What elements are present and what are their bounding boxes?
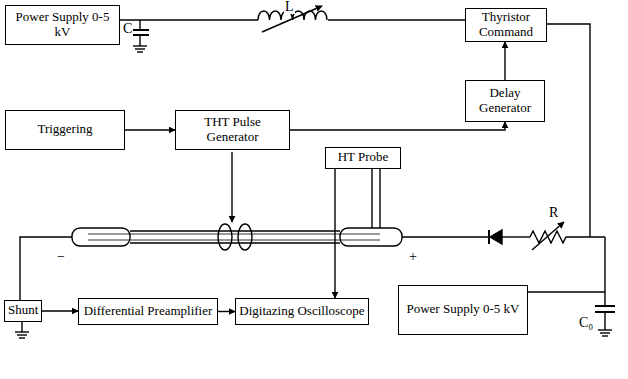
box-label: THT Pulse Generator xyxy=(179,115,286,145)
polarity-sign: + xyxy=(408,250,418,264)
box-label: Delay Generator xyxy=(469,86,541,116)
shunt-box: Shunt xyxy=(4,300,42,322)
supply-wire xyxy=(528,291,605,292)
polarity-sign: − xyxy=(56,250,66,264)
component-label: L xyxy=(284,0,295,14)
probe-box: HT Probe xyxy=(325,147,401,169)
box-label: Power Supply 0-5 kV xyxy=(402,302,524,317)
box-label: Differential Preamplifier xyxy=(82,304,214,319)
delay-generator-box: Delay Generator xyxy=(465,80,545,122)
text-holder: Differential Preamplifier xyxy=(79,304,217,319)
oscilloscope-box: Digitazing Oscilloscope xyxy=(235,298,369,325)
probe-leads xyxy=(372,169,380,228)
cathode-wire xyxy=(20,237,72,300)
pulse-generator-box: THT Pulse Generator xyxy=(175,110,290,150)
signal-connector xyxy=(125,129,175,130)
preamplifier-box: Differential Preamplifier xyxy=(78,298,218,325)
ground-symbol xyxy=(15,322,29,338)
thyristor-box: Thyristor Command xyxy=(465,8,547,42)
signal-connector xyxy=(290,122,505,130)
text-holder: Shunt xyxy=(5,303,41,318)
text-holder: HT Probe xyxy=(326,150,400,165)
power-supply-box: Power Supply 0-5 kV xyxy=(5,5,120,45)
signal-connector xyxy=(334,169,335,298)
box-label: Digitazing Oscilloscope xyxy=(239,304,365,319)
signal-connector xyxy=(504,42,505,80)
box-label: Thyristor Command xyxy=(469,10,543,40)
text-holder: THT Pulse Generator xyxy=(176,115,289,145)
signal-connector xyxy=(42,310,78,311)
box-label: HT Probe xyxy=(329,150,397,165)
signal-connector xyxy=(218,311,235,312)
diode-symbol xyxy=(489,230,530,244)
variable-resistor xyxy=(530,222,605,250)
text-holder: Power Supply 0-5 kV xyxy=(6,10,119,40)
text-holder: Thyristor Command xyxy=(466,10,546,40)
text-holder: Digitazing Oscilloscope xyxy=(236,304,368,319)
anode-wire xyxy=(402,236,488,237)
capacitor-c xyxy=(131,20,149,52)
component-label: R xyxy=(548,206,559,220)
component-label: C₀ xyxy=(578,316,594,330)
text-holder: Delay Generator xyxy=(466,86,544,116)
text-holder: Power Supply 0-5 kV xyxy=(399,302,527,317)
capacitor-c0 xyxy=(595,237,615,336)
box-label: Power Supply 0-5 kV xyxy=(9,10,116,40)
box-label: Shunt xyxy=(8,303,38,318)
component-label: C xyxy=(122,22,133,36)
text-holder: Triggering xyxy=(6,122,124,137)
box-label: Triggering xyxy=(9,122,121,137)
triggering-box: Triggering xyxy=(5,110,125,150)
thyristor-wire xyxy=(547,24,590,237)
power-supply-box: Power Supply 0-5 kV xyxy=(398,285,528,335)
